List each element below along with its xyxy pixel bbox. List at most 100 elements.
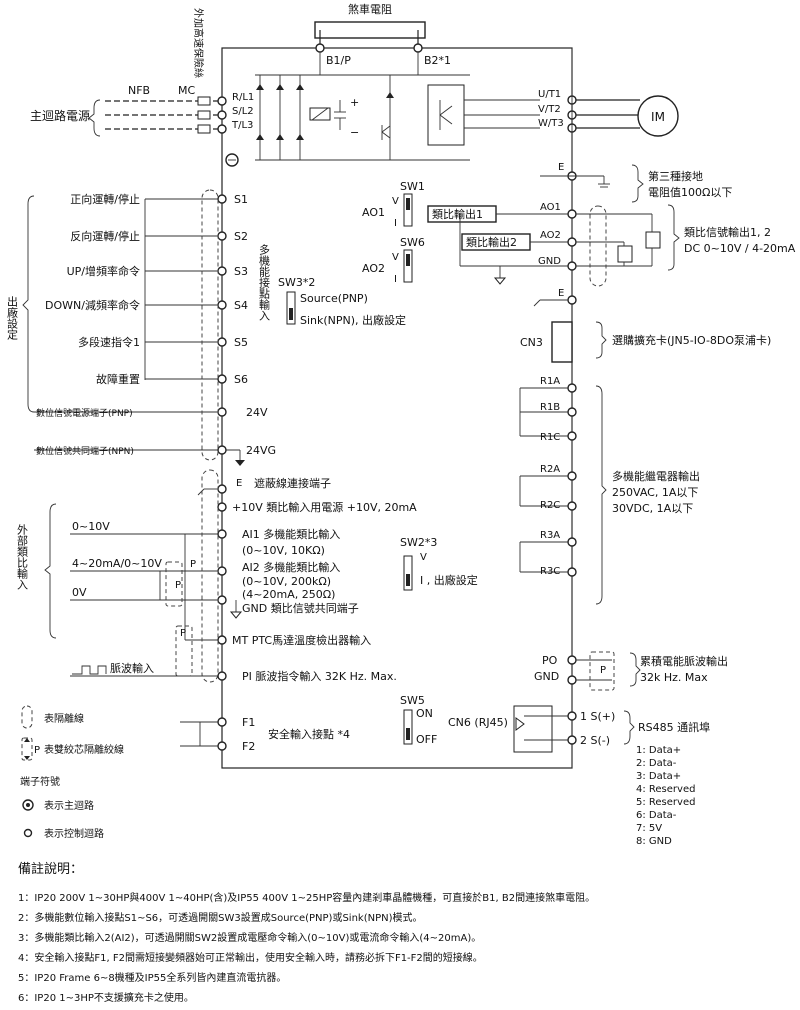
p-marker-1: P <box>190 559 196 570</box>
relay-note-2: 250VAC, 1A以下 <box>612 486 698 499</box>
pnp-terminal-label: 數位信號電源端子(PNP) <box>36 407 133 419</box>
legend-main-label: 表示主迴路 <box>44 799 94 812</box>
brake-resistor-box <box>314 21 426 39</box>
main-power-label: 主迴路電源 <box>30 108 90 123</box>
legend-shield-icon <box>21 705 33 729</box>
relay-note-1: 多機能繼電器輸出 <box>612 469 700 483</box>
r2a-label: R2A <box>540 464 560 475</box>
main-power-brace <box>88 99 101 137</box>
s-terminal-label: S/L2 <box>232 106 254 117</box>
24vg-label: 24VG <box>246 444 276 457</box>
external-fuse-label: 外加高速保險絲 <box>192 8 205 78</box>
ao2-switch-label: AO2 <box>362 262 385 275</box>
mc-label: MC <box>178 84 195 97</box>
analog-note-2: DC 0~10V / 4-20mA <box>684 242 796 255</box>
po-label: PO <box>542 654 558 667</box>
cn3-note: 選購擴充卡(JN5-IO-8DO泵浦卡) <box>612 333 771 347</box>
brake-resistor-label: 煞車電阻 <box>348 2 392 16</box>
minus-sign: − <box>350 126 359 139</box>
sw5-switch[interactable] <box>403 709 413 745</box>
ao2-terminal-label: AO2 <box>540 230 561 241</box>
igbt-module <box>427 84 465 146</box>
sw1-label: SW1 <box>400 180 425 193</box>
legend-twisted-p: P <box>34 745 40 756</box>
meter-1 <box>645 231 661 249</box>
b1p-label: B1/P <box>326 54 351 67</box>
ai1-range: (0~10V, 10KΩ) <box>242 544 325 557</box>
meter-2 <box>617 245 633 263</box>
s1-label: S1 <box>234 193 248 206</box>
t-terminal-label: T/L3 <box>231 120 253 131</box>
ground-brace <box>631 164 644 203</box>
p-marker-po: P <box>600 665 606 676</box>
npn-terminal-label: 數位信號共同端子(NPN) <box>36 445 134 457</box>
motor-symbol <box>637 95 679 137</box>
analog-out-1-label: 類比輸出1 <box>432 207 483 221</box>
ai2-range-2: (4~20mA, 250Ω) <box>242 588 335 601</box>
factory-setting-label: 出廠設定 <box>6 295 19 341</box>
digital-input-wiring <box>34 198 245 466</box>
analog-shield <box>201 469 219 683</box>
twisted-shield-pi <box>175 625 193 677</box>
gnd-common-label: GND 類比信號共同端子 <box>242 602 359 615</box>
w-terminal-label: W/T3 <box>538 118 564 129</box>
safety-label: 安全輸入接點 *4 <box>268 727 350 741</box>
rs485-brace <box>623 710 635 745</box>
b1p-terminal <box>315 43 325 53</box>
ai2-label: AI2 多機能類比輸入 <box>242 560 340 574</box>
legend-control-icon <box>23 828 33 838</box>
legend-terminal-label: 端子符號 <box>20 775 60 788</box>
rs485-pin-6: 6: Data- <box>636 810 677 821</box>
sw5-on: ON <box>416 707 433 720</box>
v-terminal-label: V/T2 <box>538 104 561 115</box>
sw6-label: SW6 <box>400 236 425 249</box>
rs485-pin-4: 4: Reserved <box>636 784 695 795</box>
sw2-v: V <box>420 552 427 563</box>
sw2-label: SW2*3 <box>400 536 437 549</box>
b2-terminal <box>413 43 423 53</box>
twisted-shield-ai2 <box>165 561 183 607</box>
sink-label: Sink(NPN), 出廠設定 <box>300 313 406 327</box>
24v-label: 24V <box>246 406 268 419</box>
ground-note-2: 電阻值100Ω以下 <box>648 186 732 199</box>
sw1-i: I <box>394 218 397 229</box>
range-0v-label: 0V <box>72 586 87 599</box>
factory-setting-brace <box>22 195 35 413</box>
analog-out-2-label: 類比輸出2 <box>466 235 517 249</box>
sw2-switch[interactable] <box>403 555 413 591</box>
plus-sign: + <box>350 96 359 109</box>
rs485-pin-2: 2: Data- <box>636 758 677 769</box>
brake-diode <box>386 92 394 98</box>
motor-label: IM <box>651 110 665 124</box>
cn6-label: CN6 (RJ45) <box>448 716 508 729</box>
range-4-20-label: 4~20mA/0~10V <box>72 557 162 570</box>
note-1: 1：IP20 200V 1~30HP與400V 1~40HP(含)及IP55 4… <box>18 893 596 904</box>
ground-e-label: E <box>558 162 564 173</box>
rev-label: 反向運轉/停止 <box>70 229 140 243</box>
ai1-label: AI1 多機能類比輸入 <box>242 527 340 541</box>
pulse-out-note-1: 累積電能脈波輸出 <box>640 654 728 668</box>
legend-control-label: 表示控制迴路 <box>44 827 104 840</box>
sw3-label: SW3*2 <box>278 276 315 289</box>
notes-section: 備註說明： 1：IP20 200V 1~30HP與400V 1~40HP(含)及… <box>18 858 788 1009</box>
ground-note-1: 第三種接地 <box>648 169 703 183</box>
source-label: Source(PNP) <box>300 292 368 305</box>
fault-reset-label: 故障重置 <box>96 372 140 386</box>
cn3-label: CN3 <box>520 336 543 349</box>
s3-label: S3 <box>234 265 248 278</box>
shield-terminal-label: 遮蔽線連接端子 <box>254 476 331 490</box>
legend-twisted-label: 表雙絞芯隔離絞線 <box>44 743 124 756</box>
down-label: DOWN/減頻率命令 <box>45 298 140 312</box>
b2-label: B2*1 <box>424 54 451 67</box>
p-marker-2: P <box>175 580 181 591</box>
rectifier-diodes <box>256 84 304 140</box>
note-6: 6：IP20 1~3HP不支援擴充卡之使用。 <box>18 993 194 1004</box>
ao1-terminal-label: AO1 <box>540 202 561 213</box>
up-label: UP/增頻率命令 <box>67 264 140 278</box>
r-terminal-label: R/L1 <box>232 92 254 103</box>
relay-brace <box>595 385 607 605</box>
rs485-pin-3: 3: Data+ <box>636 771 681 782</box>
multi-speed-label: 多段速指令1 <box>78 335 140 349</box>
sw6-v: V <box>392 252 399 263</box>
cn3-brace <box>595 321 607 359</box>
